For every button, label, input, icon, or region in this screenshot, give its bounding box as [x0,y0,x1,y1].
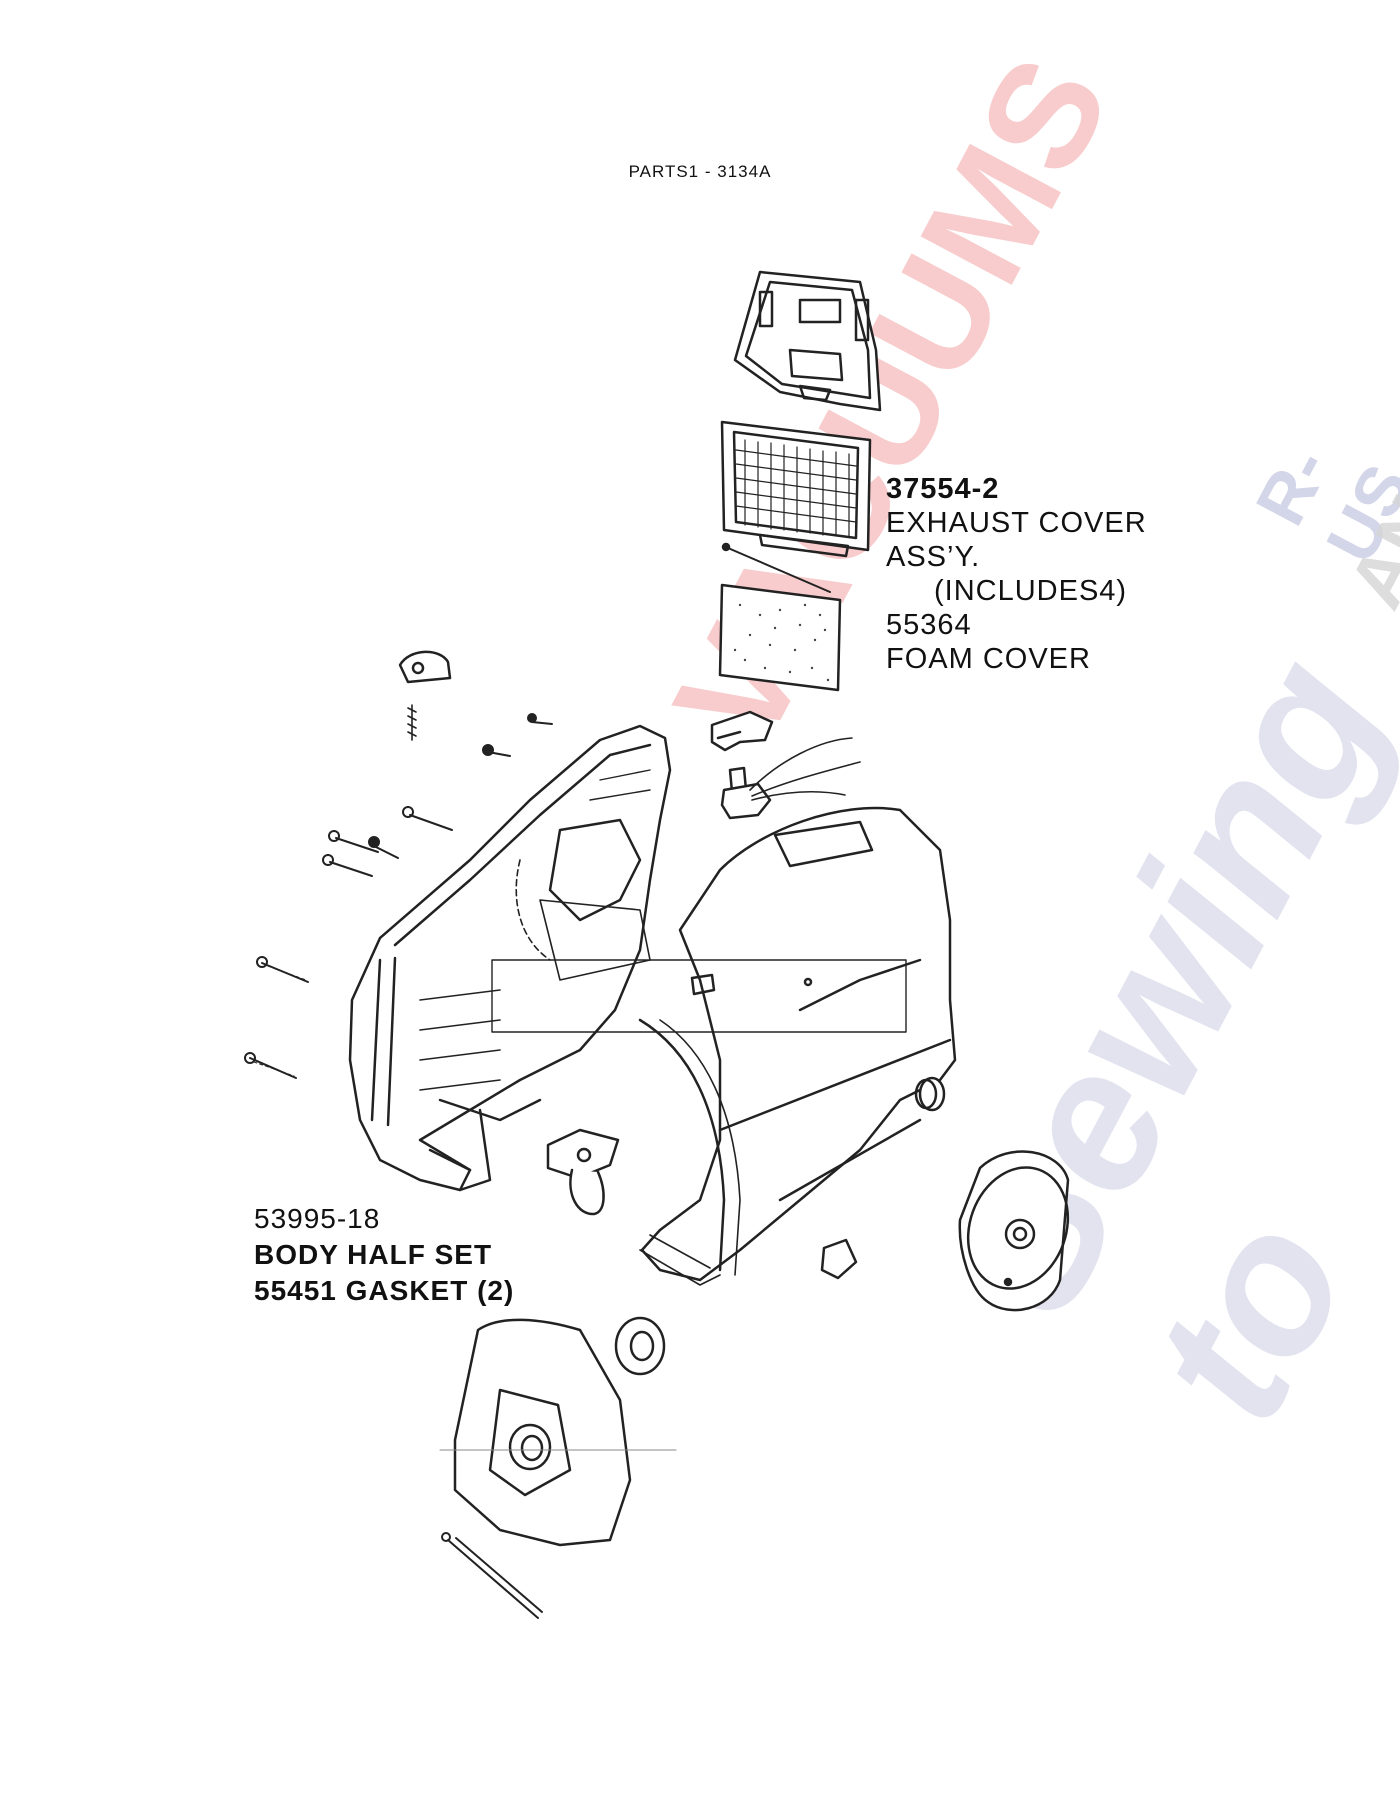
body-part-name: BODY HALF SET [254,1239,493,1270]
left-body-half [348,724,672,1192]
switch-with-wires [720,737,861,820]
spring [407,704,417,741]
right-body-half [638,806,957,1286]
screws [244,713,553,1079]
gasket-label: 55451 GASKET (2) [254,1275,515,1306]
switch-clip [710,710,774,752]
cord-retainer [441,1532,543,1619]
exhaust-includes: (INCLUDES4) [934,575,1128,607]
caster-wheel [546,1128,620,1216]
bumper-clip [820,1238,858,1280]
front-cover [439,1318,677,1547]
body-part-number: 53995-18 [254,1203,381,1234]
exhaust-filter-frame [720,420,872,558]
exhaust-cover-callout: 37554-2 EXHAUST COVER ASS’Y. (INCLUDES4)… [886,475,1147,679]
exhaust-cover-top [733,270,882,412]
foam-part-number: 55364 [886,609,972,641]
latch-knob [398,650,452,684]
foam-part-name: FOAM COVER [886,643,1091,675]
rear-wheel [958,1150,1070,1312]
gasket-highlight-box [491,959,907,1033]
exhaust-name-line1: EXHAUST COVER [886,507,1147,539]
exhaust-part-number: 37554-2 [886,473,1000,505]
foam-cover [718,583,842,692]
long-screw [727,547,831,593]
bearing-ring [614,1316,666,1376]
side-button [914,1076,946,1112]
exhaust-name-line2: ASS’Y. [886,541,981,573]
page-title: PARTS1 - 3134A [628,162,772,181]
body-half-callout: 53995-18 BODY HALF SET 55451 GASKET (2) [254,1205,514,1313]
